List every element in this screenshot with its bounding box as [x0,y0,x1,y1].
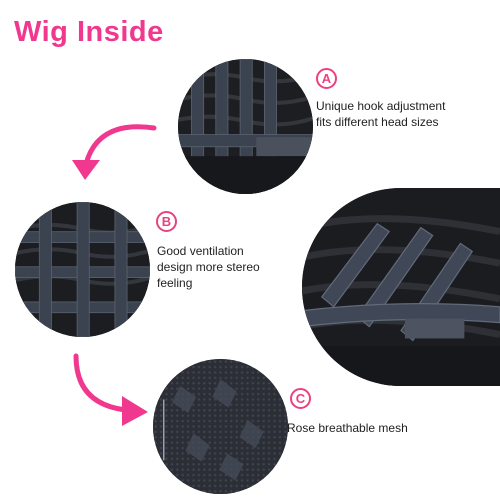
badge-b: B [156,211,177,232]
caption-b-line-1: Good ventilation [157,244,244,258]
caption-b-line-3: feeling [157,276,193,290]
caption-a-line-1: Unique hook adjustment [316,99,446,113]
caption-b-line-2: design more stereo [157,260,260,274]
caption-a: Unique hook adjustment fits different he… [316,98,445,130]
caption-b: Good ventilation design more stereo feel… [157,243,260,291]
curved-arrow-icon [72,124,157,180]
page-title: Wig Inside [14,16,164,48]
badge-a: A [316,68,337,89]
curved-arrow-icon [73,353,148,426]
caption-c-line-1: Rose breathable mesh [287,421,408,435]
caption-c: Rose breathable mesh [287,420,408,436]
photo-breathable-mesh [153,359,288,494]
photo-wig-cap-interior [302,188,500,386]
photo-ventilation [15,202,150,337]
badge-c: C [290,388,311,409]
caption-a-line-2: fits different head sizes [316,115,439,129]
photo-hook-adjustment [178,59,313,194]
